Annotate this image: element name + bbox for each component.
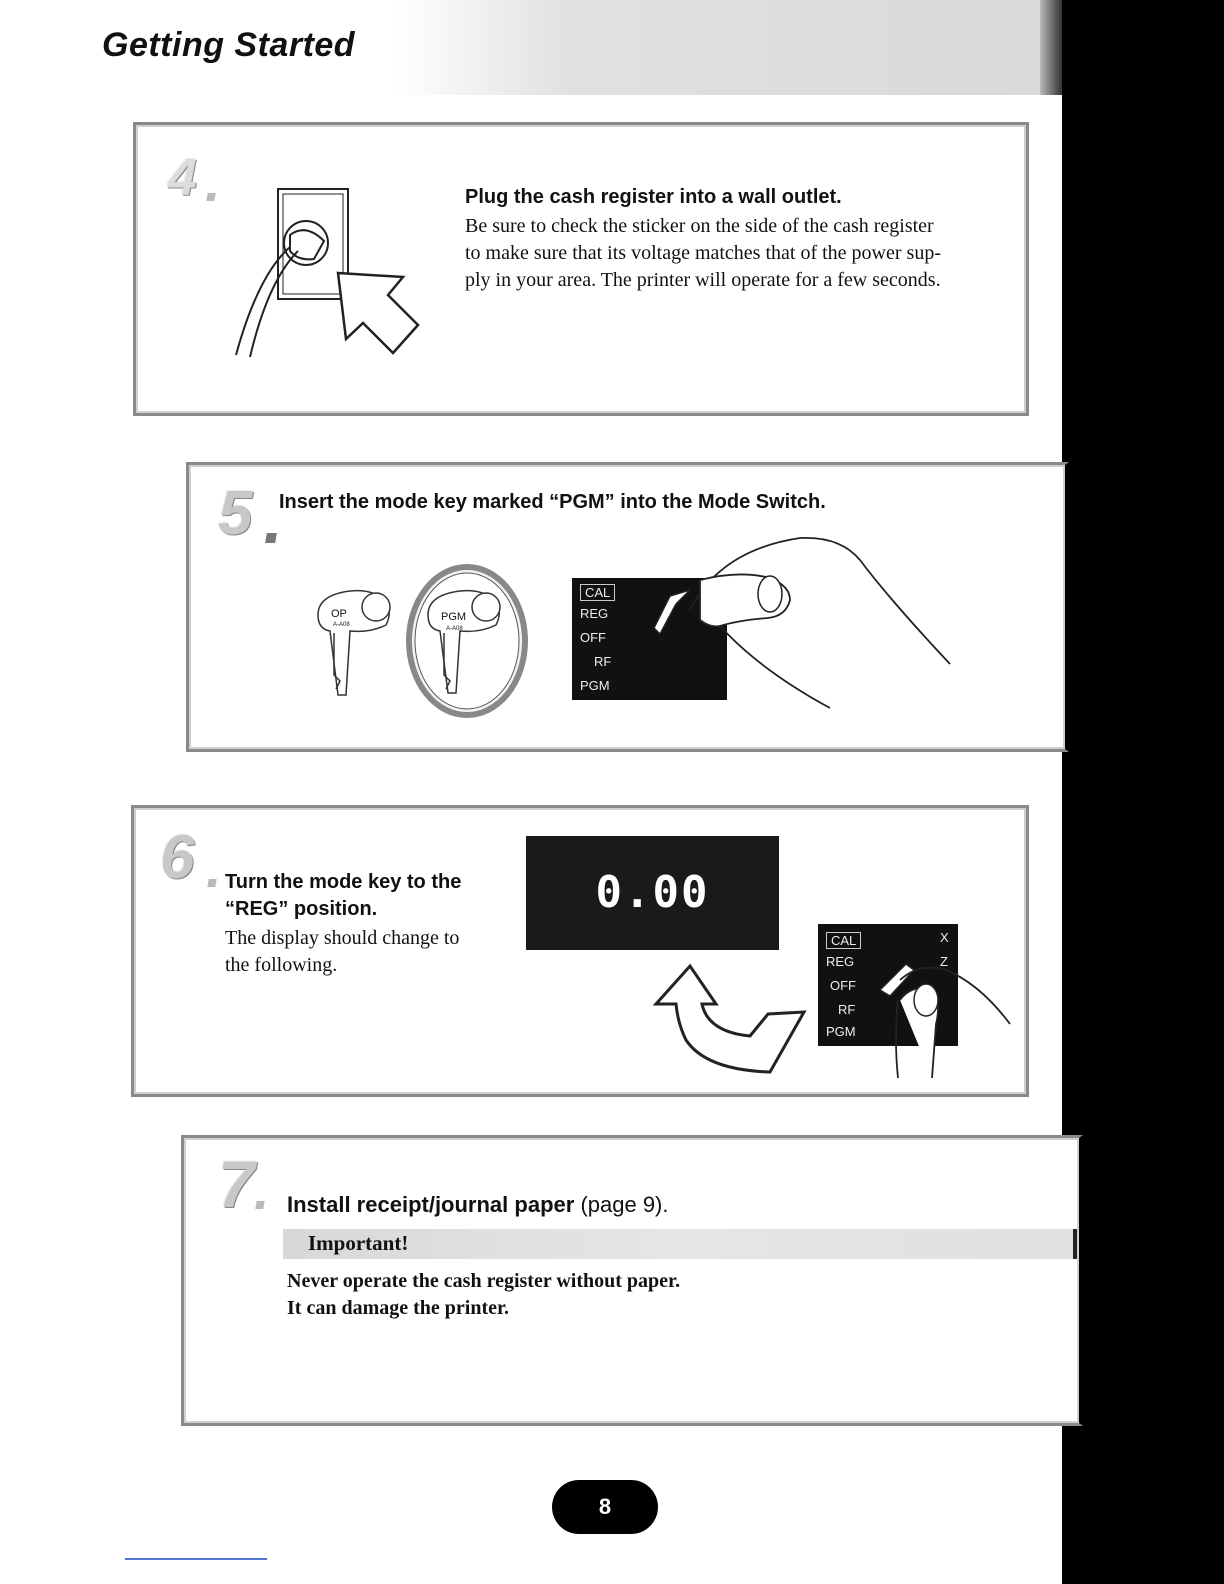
step-7-page-ref: (page 9). <box>580 1192 669 1217</box>
op-key-sublabel: A-A08 <box>333 622 350 628</box>
step-7-box <box>181 1135 1083 1426</box>
step-4-body-line: ply in your area. The printer will opera… <box>465 269 941 291</box>
mode-cal-label: CAL <box>826 932 862 949</box>
register-display: 0.00 <box>526 836 779 950</box>
step-7-number: 7 <box>218 1147 255 1221</box>
mode-reg-label: REG <box>826 954 855 969</box>
step-6-title: Turn the mode key to the “REG” position. <box>225 869 461 923</box>
step-4-body-line: to make sure that its voltage matches th… <box>465 242 941 264</box>
mode-z-label: Z <box>940 954 948 969</box>
step-7-title-text: Install receipt/journal paper <box>287 1192 575 1217</box>
curved-arrow-icon <box>652 963 807 1074</box>
wall-outlet-plug-illustration <box>235 188 420 358</box>
important-text: Never operate the cash register without … <box>287 1268 680 1322</box>
step-6-title-line: Turn the mode key to the <box>225 871 462 893</box>
step-6-title-line: “REG” position. <box>225 898 378 920</box>
pgm-key-illustration <box>406 564 528 718</box>
mode-reg-label: REG <box>580 606 609 621</box>
step-4-title: Plug the cash register into a wall outle… <box>465 186 842 208</box>
page-edge-bar <box>1062 0 1224 1584</box>
mode-off-label: OFF <box>830 978 856 993</box>
mode-cal-label: CAL <box>580 584 616 601</box>
mode-rf-label: RF <box>838 1002 856 1017</box>
mode-rf-label: RF <box>594 654 612 669</box>
hand-inserting-key-illustration <box>653 536 951 709</box>
page-number: 8 <box>552 1480 658 1534</box>
pgm-key-label: PGM <box>441 611 467 623</box>
header-band <box>395 0 1085 95</box>
important-text-line: Never operate the cash register without … <box>287 1270 681 1292</box>
step-5-number: 5 <box>218 479 253 548</box>
step-6-dot <box>207 879 217 887</box>
mode-pgm-label: PGM <box>826 1024 856 1039</box>
important-label: Important! <box>308 1231 409 1255</box>
footer-rule <box>125 1558 267 1560</box>
step-4-dot <box>206 193 216 201</box>
step-6-body: The display should change to the followi… <box>225 925 459 979</box>
page-title: Getting Started <box>102 26 356 64</box>
mode-off-label: OFF <box>580 630 606 645</box>
op-key-label: OP <box>331 608 347 620</box>
important-banner <box>283 1229 1077 1259</box>
step-6-body-line: The display should change to <box>225 927 460 949</box>
step-4-body: Be sure to check the sticker on the side… <box>465 213 941 294</box>
step-5-title: Insert the mode key marked “PGM” into th… <box>279 491 826 513</box>
important-text-line: It can damage the printer. <box>287 1297 510 1319</box>
step-4-number: 4 <box>168 149 197 207</box>
hand-turning-key-illustration <box>878 963 1011 1079</box>
step-5-dot <box>265 533 277 543</box>
step-7-title: Install receipt/journal paper (page 9). <box>287 1192 669 1218</box>
mode-pgm-label: PGM <box>580 678 610 693</box>
step-6-number: 6 <box>160 823 195 892</box>
step-7-dot <box>255 1201 265 1209</box>
step-6-body-line: the following. <box>225 954 338 976</box>
step-4-body-line: Be sure to check the sticker on the side… <box>465 215 934 237</box>
pgm-key-sublabel: A-A08 <box>446 626 463 632</box>
mode-x-label: X <box>940 930 949 945</box>
op-key-illustration <box>317 589 391 696</box>
